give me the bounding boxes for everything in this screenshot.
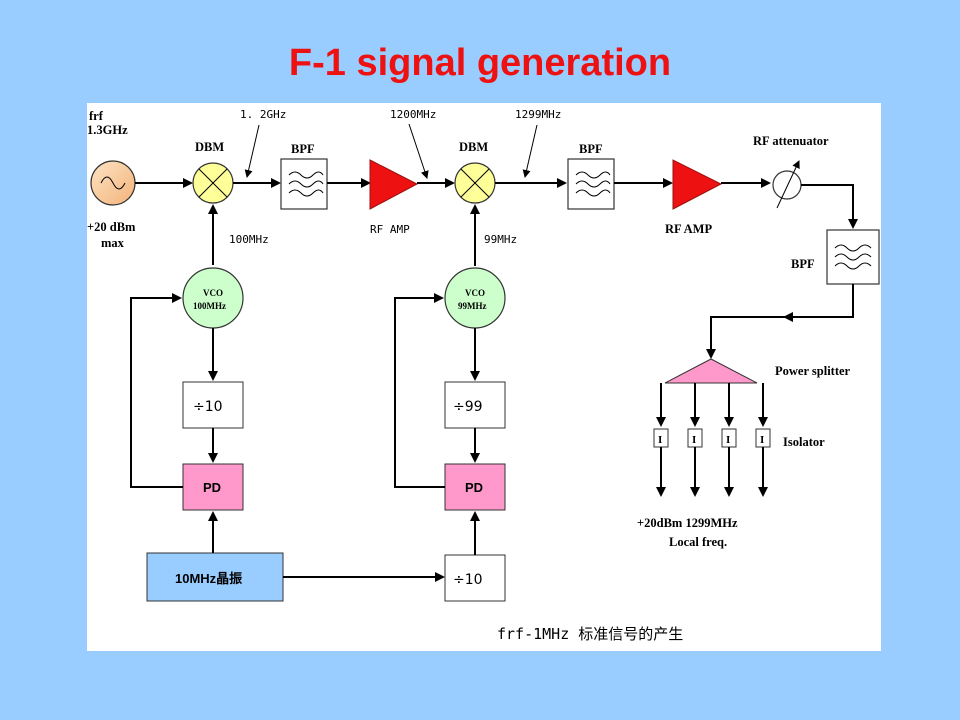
block-diagram-panel: frf 1.3GHz +20 dBm max DBM 1. 2GHz BPF R… bbox=[87, 103, 881, 651]
freq-100mhz: 100MHz bbox=[229, 233, 269, 246]
output-local-freq: Local freq. bbox=[669, 535, 727, 549]
rf-source-icon bbox=[90, 160, 136, 206]
pd1-box bbox=[182, 463, 244, 511]
power-splitter-label: Power splitter bbox=[775, 364, 851, 378]
divider2-box bbox=[444, 381, 506, 429]
bpf3-label: BPF bbox=[791, 257, 815, 271]
vco1-icon bbox=[182, 267, 244, 329]
diagram-caption: frf-1MHz 标准信号的产生 bbox=[497, 625, 683, 643]
power-splitter-icon bbox=[664, 358, 758, 384]
rf-amp1-icon bbox=[369, 159, 419, 210]
source-freq-value: 1.3GHz bbox=[87, 123, 128, 137]
svg-text:I: I bbox=[760, 434, 764, 446]
source-freq-label: frf bbox=[89, 109, 104, 123]
bpf2-icon bbox=[567, 158, 615, 210]
ref-osc-label: 10MHz晶振 bbox=[175, 571, 242, 586]
rf-attenuator-icon bbox=[772, 160, 802, 209]
output-arrows bbox=[656, 447, 768, 497]
bpf1-label: BPF bbox=[291, 142, 315, 156]
divider1-label: ÷10 bbox=[193, 399, 223, 415]
vco2-label: VCO bbox=[465, 288, 485, 298]
block-diagram: frf 1.3GHz +20 dBm max DBM 1. 2GHz BPF R… bbox=[87, 108, 880, 643]
source-power-max: max bbox=[101, 236, 125, 250]
output-spec: +20dBm 1299MHz bbox=[637, 516, 738, 530]
pd2-label: PD bbox=[465, 480, 483, 495]
vco1-freq: 100MHz bbox=[193, 301, 226, 311]
pd2-box bbox=[444, 463, 506, 511]
rf-attenuator-label: RF attenuator bbox=[753, 134, 829, 148]
bpf3-icon bbox=[826, 229, 880, 285]
pd1-label: PD bbox=[203, 480, 221, 495]
bpf2-label: BPF bbox=[579, 142, 603, 156]
slide-title: F-1 signal generation bbox=[288, 42, 672, 84]
splitter-outputs bbox=[656, 383, 768, 427]
isolator-3-icon: I bbox=[721, 428, 737, 448]
freq-1299mhz: 1299MHz bbox=[515, 108, 561, 121]
divider2-label: ÷99 bbox=[453, 399, 483, 415]
freq-1-2ghz: 1. 2GHz bbox=[240, 108, 286, 121]
divider3-label: ÷10 bbox=[453, 572, 483, 588]
svg-text:I: I bbox=[658, 434, 662, 446]
freq-99mhz: 99MHz bbox=[484, 233, 517, 246]
vco2-icon bbox=[444, 267, 506, 329]
mixer1-icon bbox=[192, 162, 234, 204]
mixer2-label: DBM bbox=[459, 140, 488, 154]
isolator-1-icon: I bbox=[653, 428, 669, 448]
bpf1-icon bbox=[280, 158, 328, 210]
divider1-box bbox=[182, 381, 244, 429]
mixer1-label: DBM bbox=[195, 140, 224, 154]
isolator-4-icon: I bbox=[755, 428, 771, 448]
isolator-label: Isolator bbox=[783, 435, 825, 449]
isolator-2-icon: I bbox=[687, 428, 703, 448]
rf-amp1-label: RF AMP bbox=[370, 223, 410, 236]
rf-amp2-icon bbox=[672, 159, 723, 210]
vco1-label: VCO bbox=[203, 288, 223, 298]
vco2-freq: 99MHz bbox=[458, 301, 487, 311]
rf-amp2-label: RF AMP bbox=[665, 222, 712, 236]
freq-1200mhz: 1200MHz bbox=[390, 108, 436, 121]
mixer2-icon bbox=[454, 162, 496, 204]
svg-text:I: I bbox=[726, 434, 730, 446]
source-power-label: +20 dBm bbox=[87, 220, 136, 234]
svg-text:I: I bbox=[692, 434, 696, 446]
